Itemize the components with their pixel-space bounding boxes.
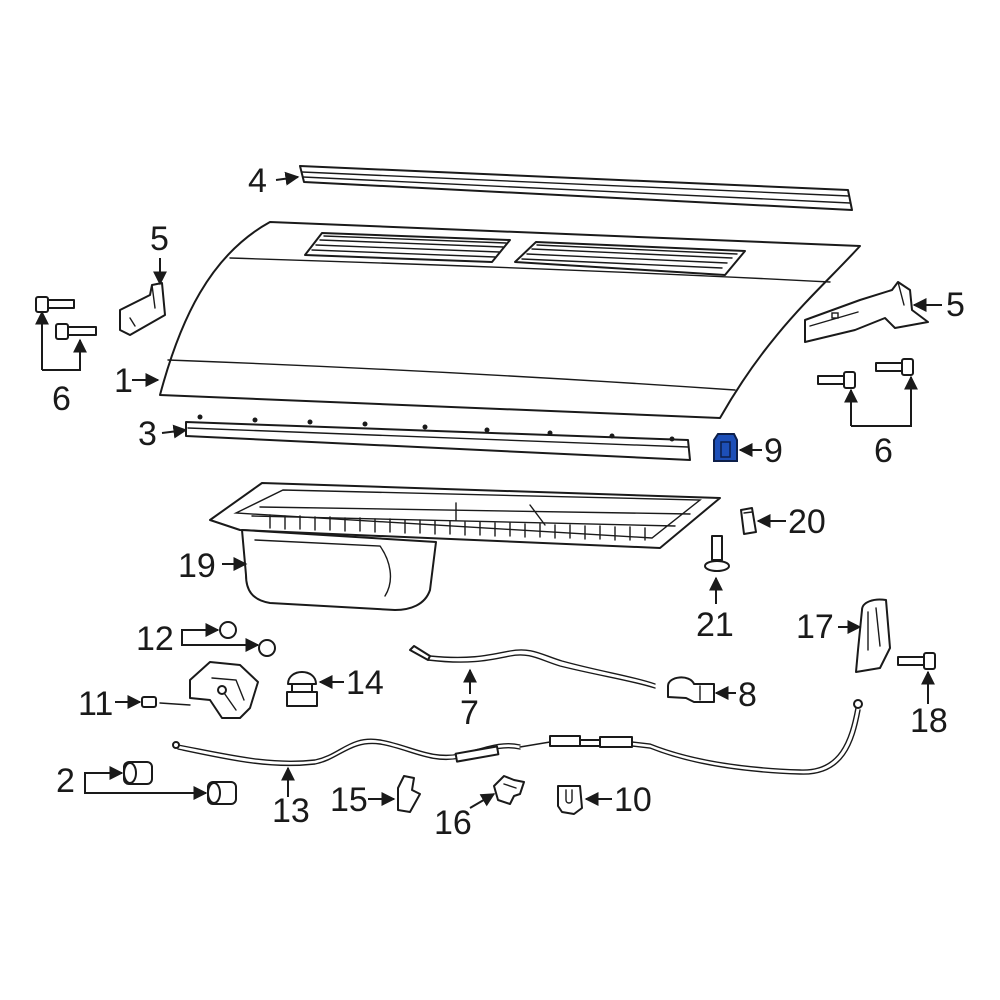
callout-2: 2 (56, 762, 75, 800)
callout-4: 4 (248, 162, 267, 200)
part-20-grommet[interactable] (740, 507, 757, 535)
part-7-prop-rod[interactable] (409, 645, 656, 689)
leader-lines (35, 171, 942, 809)
part-5-left-hinge[interactable] (119, 282, 166, 336)
callout-7: 7 (460, 694, 479, 732)
callout-5-right: 5 (946, 286, 965, 324)
part-3-hood-seal[interactable] (185, 414, 691, 461)
callout-21: 21 (696, 606, 734, 644)
callout-12: 12 (136, 620, 174, 658)
part-17-safety-catch[interactable] (855, 598, 891, 673)
part-5-right-hinge[interactable] (804, 281, 929, 343)
part-6-right-bolts[interactable] (817, 358, 914, 389)
callout-labels: 4 5 5 1 6 6 3 9 19 20 21 12 17 14 11 8 7… (52, 162, 965, 842)
part-16-retainer[interactable] (493, 775, 525, 805)
part-1-hood-panel[interactable] (159, 221, 861, 419)
callout-19: 19 (178, 547, 216, 585)
part-6-left-bolts[interactable] (35, 296, 97, 340)
callout-6-left: 6 (52, 380, 71, 418)
part-8-rod-holder[interactable] (667, 676, 715, 703)
callout-10: 10 (614, 781, 652, 819)
callout-5-left: 5 (150, 220, 169, 258)
part-21-stud[interactable] (704, 535, 730, 572)
part-14-bumper[interactable] (286, 671, 318, 707)
part-12-clips[interactable] (219, 621, 276, 657)
callout-14: 14 (346, 664, 384, 702)
part-19-inner-panel[interactable] (209, 482, 721, 611)
callout-20: 20 (788, 503, 826, 541)
part-18-bolt[interactable] (897, 652, 936, 670)
part-15-clip[interactable] (397, 775, 421, 813)
callout-8: 8 (738, 676, 757, 714)
part-2-bushings[interactable] (123, 761, 237, 805)
callout-15: 15 (330, 781, 368, 819)
callout-17: 17 (796, 608, 834, 646)
callout-1: 1 (114, 362, 133, 400)
part-10-u-clip[interactable] (557, 785, 583, 815)
callout-13: 13 (272, 792, 310, 830)
part-13-release-cable[interactable] (172, 699, 863, 775)
part-4-weatherstrip[interactable] (299, 165, 853, 211)
callout-11: 11 (78, 685, 113, 723)
callout-16: 16 (434, 804, 472, 842)
callout-9: 9 (764, 432, 783, 470)
part-11-latch[interactable] (141, 661, 259, 719)
callout-6-right: 6 (874, 432, 893, 470)
callout-18: 18 (910, 702, 948, 740)
callout-3: 3 (138, 415, 157, 453)
part-9-bumper-highlighted[interactable] (713, 433, 738, 462)
